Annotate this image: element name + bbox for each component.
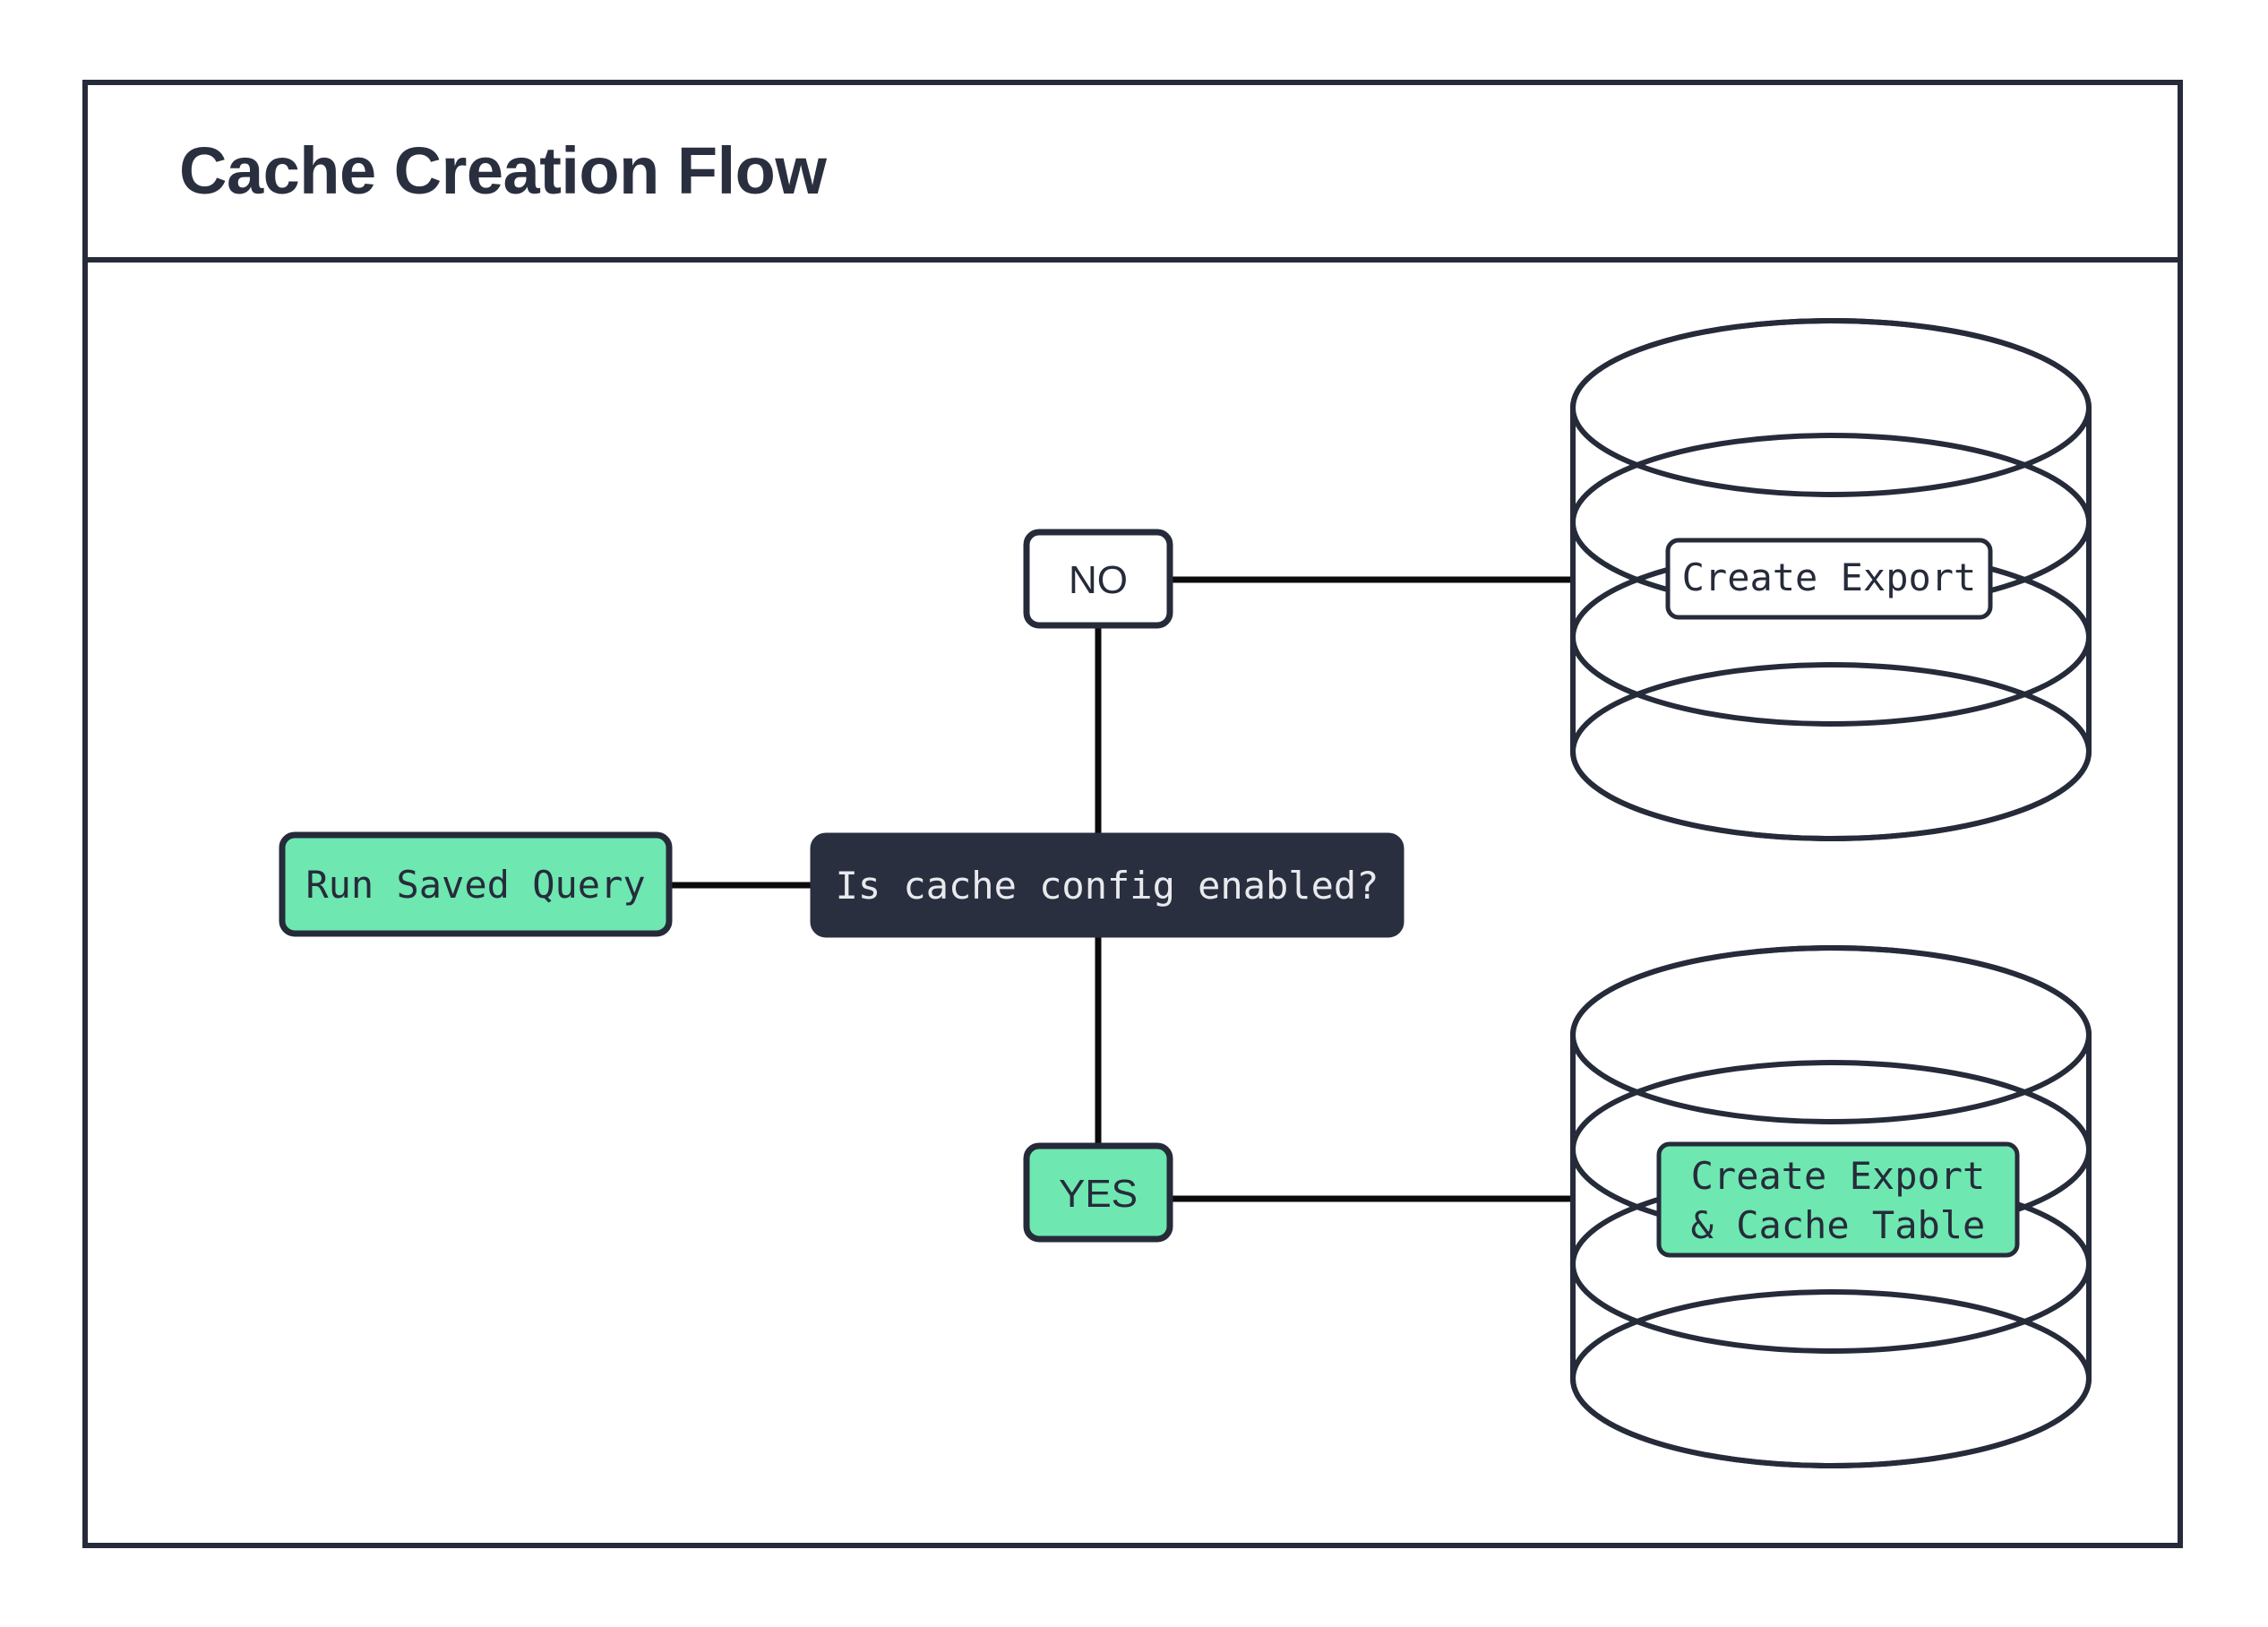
node-is-cache-config-enabled[interactable]: Is cache config enabled? xyxy=(810,832,1405,938)
node-decision-box xyxy=(810,832,1405,938)
cylinder-label-line1: Create Export xyxy=(1691,1154,1986,1198)
cylinder-disk-1 xyxy=(1570,318,2092,497)
cylinder-label-tag xyxy=(1656,1141,2020,1258)
node-run-saved-query-box xyxy=(279,831,673,937)
node-branch-yes[interactable]: YES xyxy=(1023,1142,1173,1243)
cylinder-label-line2: & Cache Table xyxy=(1691,1203,1986,1247)
node-run-saved-query-label: Run Saved Query xyxy=(305,863,645,907)
cylinder-disk-1 xyxy=(1570,945,2092,1124)
node-branch-no[interactable]: NO xyxy=(1023,529,1173,629)
node-run-saved-query[interactable]: Run Saved Query xyxy=(279,831,673,937)
page-title: Cache Creation Flow xyxy=(179,133,827,208)
cylinder-disk-4 xyxy=(1570,662,2092,841)
node-branch-yes-label: YES xyxy=(1059,1172,1138,1216)
database-cylinder-create-export-cache-table[interactable]: Create Export & Cache Table xyxy=(1570,945,2092,1468)
cylinder-disk-4 xyxy=(1570,1289,2092,1468)
node-branch-yes-box xyxy=(1023,1142,1173,1243)
node-branch-no-label: NO xyxy=(1069,558,1128,602)
cylinder-label-tag xyxy=(1665,538,1993,620)
node-decision-label: Is cache config enabled? xyxy=(836,864,1379,908)
database-cylinder-create-export[interactable]: Create Export xyxy=(1570,318,2092,841)
node-branch-no-box xyxy=(1023,529,1173,629)
cylinder-label-create-export: Create Export xyxy=(1682,555,1977,599)
